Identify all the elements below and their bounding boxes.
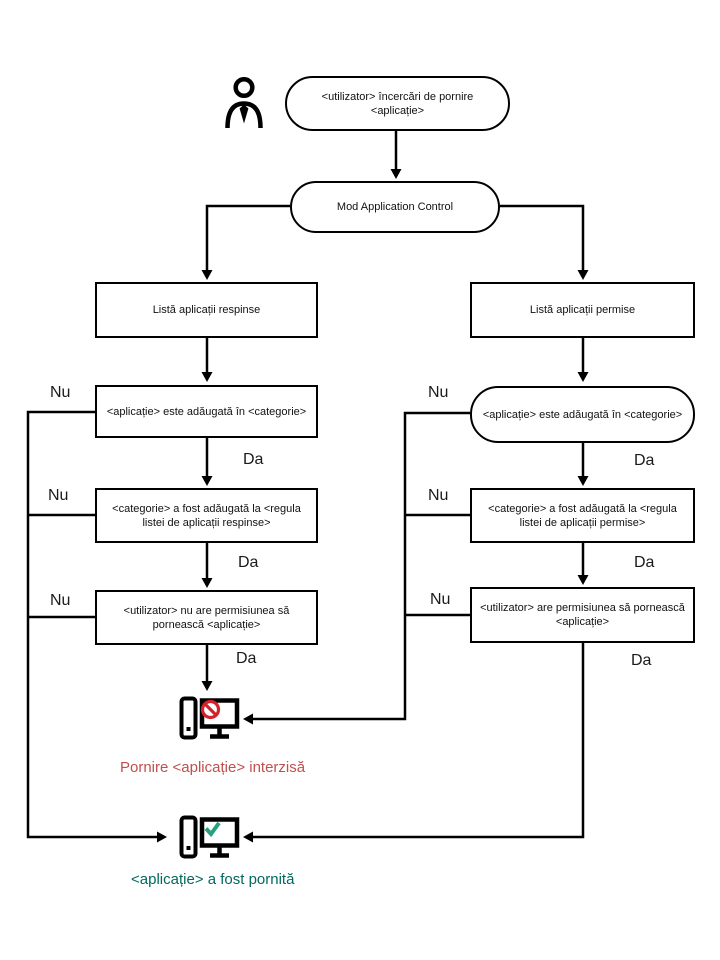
node-start: <utilizator> încercări de pornire <aplic… xyxy=(285,76,510,131)
label-yes-denied-category: Da xyxy=(243,451,264,468)
label-no-allowed-category: Nu xyxy=(428,384,449,401)
node-denied-permission: <utilizator> nu are permisiunea să porne… xyxy=(95,590,318,645)
node-allowed-permission-line1: <utilizator> are permisiunea să porneasc… xyxy=(480,602,685,614)
node-start-line1: <utilizator> încercări de pornire xyxy=(321,90,474,103)
node-allowed-in-category: <aplicație> este adăugată în <categorie> xyxy=(470,386,695,443)
user-icon xyxy=(225,77,263,129)
edge-mode-to-denied-list xyxy=(201,204,290,280)
label-no-allowed-permission: Nu xyxy=(430,591,451,608)
label-yes-allowed-category: Da xyxy=(634,452,655,469)
edge-allowed-list-to-category xyxy=(577,338,589,382)
edge-denied-nu-lines xyxy=(26,410,167,843)
started-computer-icon xyxy=(179,815,240,859)
edge-mode-to-allowed-list xyxy=(500,204,589,280)
label-no-denied-rule: Nu xyxy=(48,487,69,504)
node-denied-in-category: <aplicație> este adăugată în <categorie> xyxy=(95,385,318,438)
label-no-denied-permission: Nu xyxy=(50,592,71,609)
edge-allowed-category-da xyxy=(577,443,589,486)
node-denied-in-category-label: <aplicație> este adăugată în <categorie> xyxy=(106,405,307,418)
node-allowed-rule-line1: <categorie> a fost adăugată la <regula xyxy=(488,502,677,515)
edge-allowed-permission-da xyxy=(243,643,585,843)
edge-denied-permission-da xyxy=(201,645,213,691)
node-allowed-list-label: Listă aplicații permise xyxy=(529,304,636,316)
label-no-allowed-rule: Nu xyxy=(428,487,449,504)
label-no-denied-category: Nu xyxy=(50,384,71,401)
node-application-control-mode: Mod Application Control xyxy=(290,181,500,233)
checkmark-icon xyxy=(204,821,221,838)
node-allowed-permission: <utilizator> are permisiunea să porneasc… xyxy=(470,587,695,643)
label-yes-allowed-permission: Da xyxy=(631,652,652,669)
blocked-computer-icon xyxy=(179,696,240,740)
node-allowed-rule-line2: listei de aplicații permise> xyxy=(519,516,646,529)
node-denied-rule-line2: listei de aplicații respinse> xyxy=(142,516,271,529)
edge-start-to-mode xyxy=(390,131,402,179)
edge-allowed-nu-lines xyxy=(243,411,470,725)
label-yes-allowed-rule: Da xyxy=(634,554,655,571)
result-started-text: <aplicație> a fost pornită xyxy=(131,871,295,888)
prohibition-icon xyxy=(200,699,221,720)
node-denied-permission-line2: pornească <aplicație> xyxy=(152,618,261,631)
node-denied-permission-line1: <utilizator> nu are permisiunea să xyxy=(123,604,290,617)
edge-allowed-rule-da xyxy=(577,543,589,585)
node-allowed-in-category-label: <aplicație> este adăugată în <categorie> xyxy=(482,408,683,421)
edge-denied-category-da xyxy=(201,438,213,486)
label-yes-denied-rule: Da xyxy=(238,554,259,571)
node-denied-rule: <categorie> a fost adăugată la <regula l… xyxy=(95,488,318,543)
label-yes-denied-permission: Da xyxy=(236,650,257,667)
node-start-line2: <aplicație> xyxy=(370,104,425,117)
edge-denied-list-to-category xyxy=(201,338,213,382)
node-denied-rule-line1: <categorie> a fost adăugată la <regula xyxy=(112,502,301,515)
node-denied-list-label: Listă aplicații respinse xyxy=(152,304,261,316)
node-denied-list: Listă aplicații respinse xyxy=(95,282,318,338)
edge-denied-rule-da xyxy=(201,543,213,588)
node-allowed-list: Listă aplicații permise xyxy=(470,282,695,338)
node-allowed-rule: <categorie> a fost adăugată la <regula l… xyxy=(470,488,695,543)
node-mode-label: Mod Application Control xyxy=(336,201,454,213)
result-denied-text: Pornire <aplicație> interzisă xyxy=(120,759,306,776)
node-allowed-permission-line2: <aplicație> xyxy=(555,616,610,628)
